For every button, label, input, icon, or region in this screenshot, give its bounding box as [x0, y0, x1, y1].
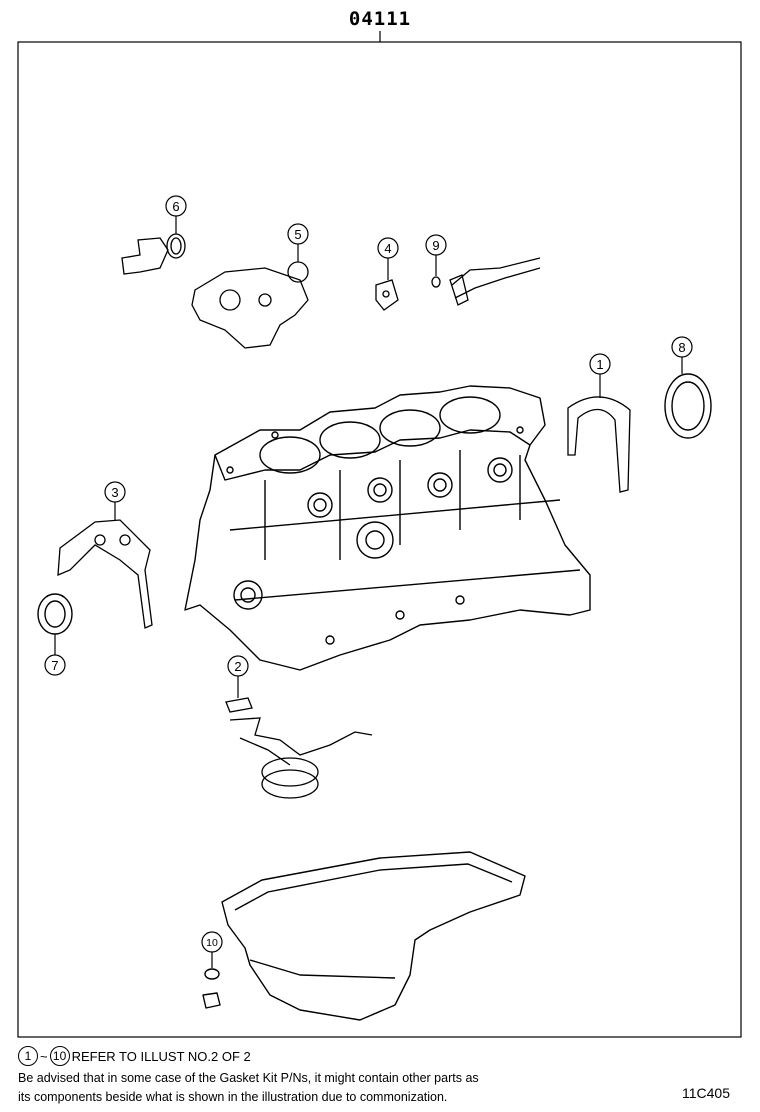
callout-label-1: 1: [596, 357, 603, 372]
callout-label-6: 6: [172, 199, 179, 214]
callout-label-2: 2: [234, 659, 241, 674]
callout-label-9: 9: [432, 238, 439, 253]
cylinder-bore-1: [259, 436, 321, 474]
callout-labels: 6 5 4 9 1 8 3 7 2 10: [51, 199, 685, 949]
callout-9: [425, 234, 447, 256]
diagram-title: 04111: [348, 8, 412, 30]
oil-seal-8: [664, 373, 712, 439]
ref-text: REFER TO ILLUST NO.2 OF 2: [71, 1048, 251, 1064]
engine-block: [184, 385, 591, 671]
callout-label-8: 8: [678, 340, 685, 355]
drain-plug: [202, 992, 221, 1009]
gasket-1: [567, 396, 631, 493]
advisory-line-1: Be advised that in some case of the Gask…: [18, 1071, 479, 1085]
ref-end-badge: 10: [49, 1046, 70, 1066]
callout-4: [377, 237, 399, 259]
callout-5: [287, 223, 309, 245]
callout-label-3: 3: [111, 485, 118, 500]
gasket-2: [225, 697, 253, 713]
water-pump: [191, 261, 309, 349]
cylinder-bore-4: [439, 396, 501, 434]
callout-1: [589, 353, 611, 375]
gasket-4: [375, 279, 399, 311]
oil-strainer: [225, 697, 373, 799]
advisory-line-2: its components beside what is shown in t…: [18, 1090, 448, 1104]
callout-2: [227, 655, 249, 677]
callout-7: [44, 654, 66, 676]
callout-label-4: 4: [384, 241, 391, 256]
water-outlet: [121, 233, 186, 275]
illustration-code: 11C405: [682, 1085, 731, 1101]
ref-start-badge: 1: [18, 1046, 38, 1066]
cylinder-bore-2: [319, 421, 381, 459]
diagram-frame: [17, 41, 742, 1038]
callout-10: [201, 931, 223, 953]
oil-pan: [202, 851, 526, 1021]
callout-label-7: 7: [51, 658, 58, 673]
gasket-3: [57, 519, 153, 629]
pipe-assembly-9: [431, 257, 541, 306]
callouts: [44, 195, 693, 968]
callout-3: [104, 481, 126, 503]
o-ring-9: [431, 276, 441, 288]
callout-label-5: 5: [294, 227, 301, 242]
ref-tilde: ~: [40, 1048, 48, 1064]
drain-gasket-10: [204, 968, 220, 980]
reference-note: 1 ~ 10 REFER TO ILLUST NO.2 OF 2: [18, 1046, 251, 1066]
callout-8: [671, 336, 693, 358]
callout-label-10: 10: [206, 937, 218, 949]
callout-6: [165, 195, 187, 217]
cylinder-bore-3: [379, 409, 441, 447]
oil-seal-7: [37, 593, 73, 635]
